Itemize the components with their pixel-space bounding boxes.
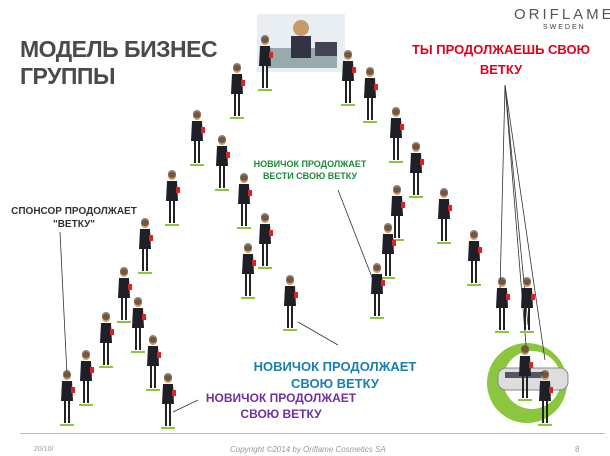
person-figure (237, 173, 252, 229)
person-figure (131, 297, 146, 353)
person-figure (138, 218, 153, 274)
person-figure (538, 370, 553, 426)
arrow-line (499, 84, 506, 291)
footer-date: 20/10/ (34, 446, 54, 453)
person-figure (283, 275, 298, 331)
person-figure (390, 185, 405, 241)
person-figure (409, 142, 424, 198)
arrow-line (297, 321, 339, 346)
arrow-line (172, 399, 199, 413)
person-figure (258, 213, 273, 269)
person-figure (190, 110, 205, 166)
person-figure (165, 170, 180, 226)
businesswoman-photo (257, 14, 345, 72)
person-figure (79, 350, 94, 406)
arrow-line (59, 231, 68, 376)
page-number: 8 (575, 445, 580, 454)
person-figure (241, 243, 256, 299)
arrow-line (504, 84, 546, 361)
person-figure (60, 370, 75, 426)
sponsor-label: СПОНСОР ПРОДОЛЖАЕТ"ВЕТКУ" (11, 206, 137, 230)
person-figure (258, 35, 273, 91)
person-figure (146, 335, 161, 391)
person-figure (370, 263, 385, 319)
person-figure (215, 135, 230, 191)
person-figure (437, 188, 452, 244)
person-figure (518, 345, 533, 401)
footer-copyright: Copyright ©2014 by Oriflame Cosmetics SA (230, 445, 386, 454)
arrow-line (337, 189, 376, 286)
person-figure (341, 50, 356, 106)
person-figure (495, 277, 510, 333)
person-figure (161, 373, 176, 429)
person-figure (520, 277, 535, 333)
logo-subtitle: SWEDEN (542, 24, 586, 31)
person-figure (389, 107, 404, 163)
person-figure (117, 267, 132, 323)
person-figure (99, 312, 114, 368)
person-figure (363, 67, 378, 123)
footer-divider (20, 433, 605, 434)
person-figure (467, 230, 482, 286)
person-figure (381, 223, 396, 279)
person-figure (230, 63, 245, 119)
